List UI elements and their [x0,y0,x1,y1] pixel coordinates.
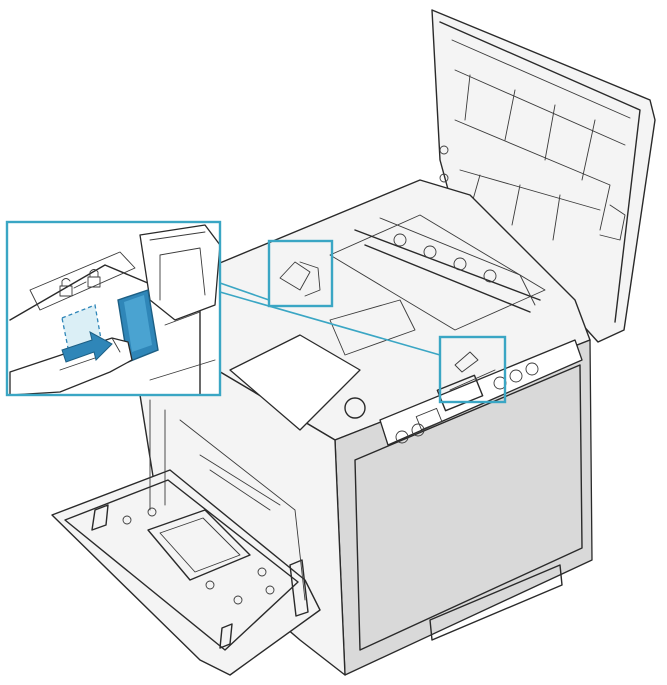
printer-body [139,179,593,676]
lock-icon [87,269,101,288]
push-arrow-icon [61,331,113,363]
control-panel [379,339,583,446]
zoom-inset [5,220,222,397]
printer-cavity [149,399,306,601]
callout-frame-inset [5,220,222,397]
top-cover-open [431,9,656,343]
front-door-open [51,469,321,676]
callout-frame-panel [438,335,507,404]
callout-line-lower [219,291,441,356]
callout-frame-lever [267,239,334,308]
callout-line-upper [219,282,270,301]
unlock-icon [59,278,73,297]
